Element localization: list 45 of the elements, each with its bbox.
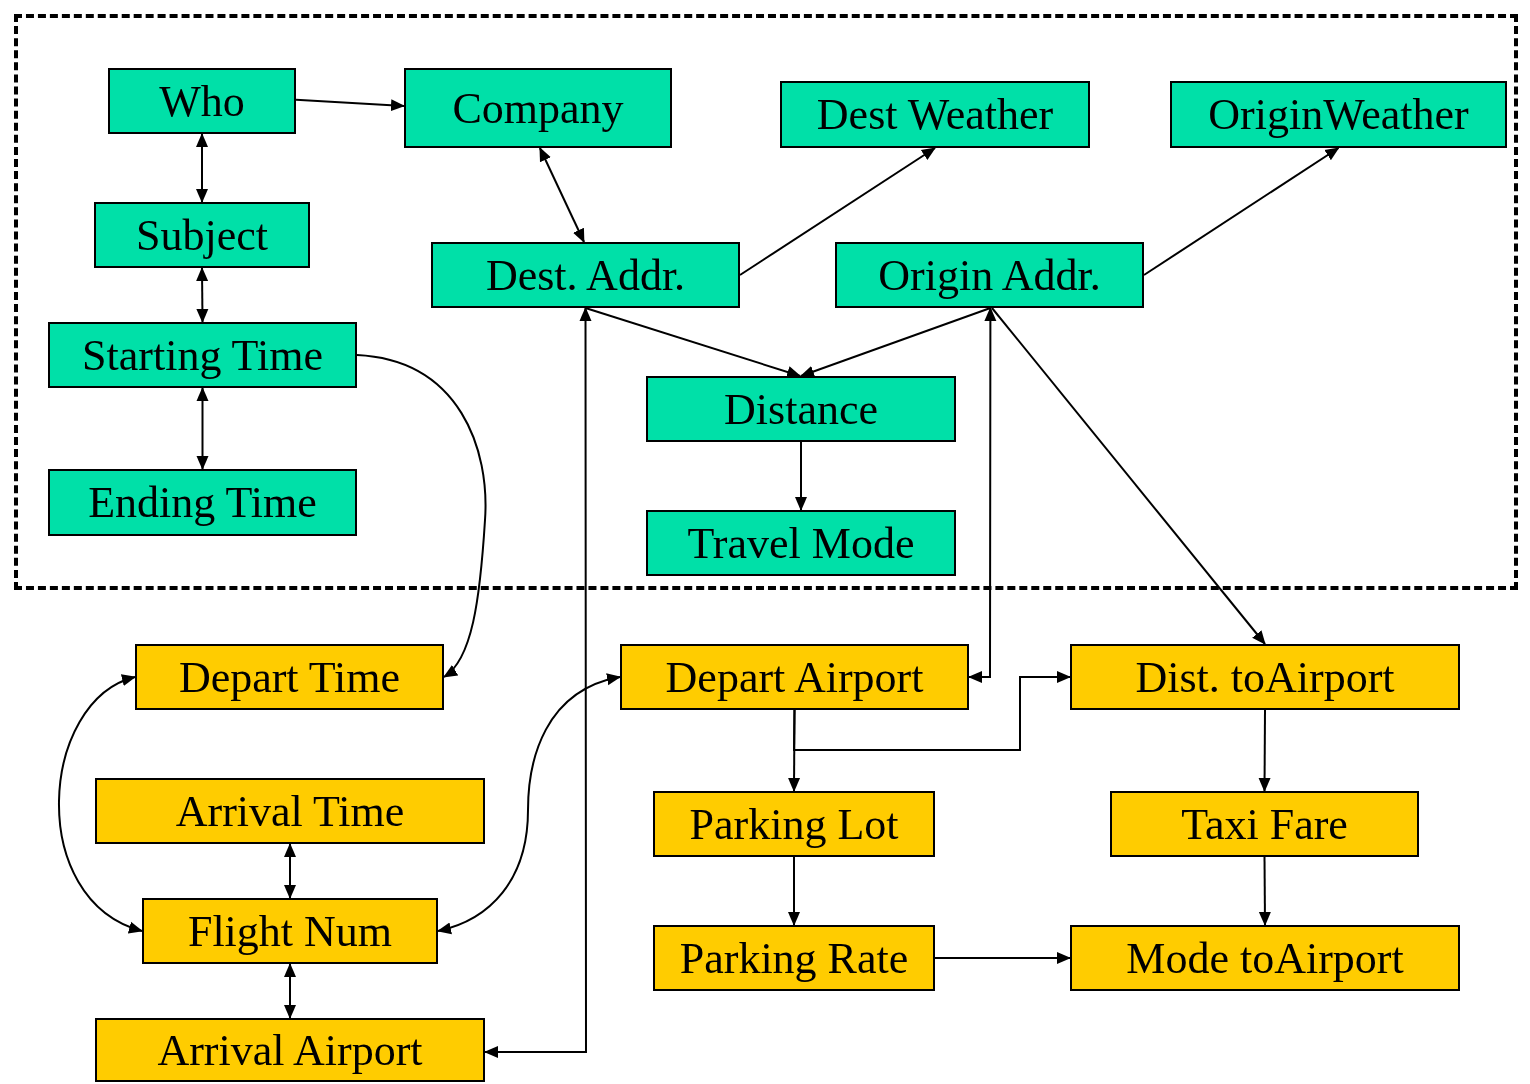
arrow xyxy=(934,952,1071,964)
entity-box: Dest. Addr. xyxy=(431,242,740,308)
arrow xyxy=(795,441,807,511)
entity-box: Who xyxy=(108,68,296,134)
arrow xyxy=(538,147,585,243)
arrow xyxy=(788,856,800,926)
arrow xyxy=(1258,856,1271,926)
arrow xyxy=(196,267,209,323)
entity-box: Travel Mode xyxy=(646,510,956,576)
arrow xyxy=(991,307,1266,645)
entity-box: Subject xyxy=(94,202,310,268)
arrow xyxy=(284,963,296,1019)
arrow xyxy=(484,307,592,1058)
arrow xyxy=(58,676,143,932)
entity-box: OriginWeather xyxy=(1170,81,1507,148)
entity-box: Depart Time xyxy=(135,644,444,710)
entity-box: Ending Time xyxy=(48,469,357,536)
arrow xyxy=(739,147,936,276)
dashed-boundary xyxy=(14,14,1518,590)
entity-box: Origin Addr. xyxy=(835,242,1144,308)
entity-box: Arrival Airport xyxy=(95,1018,485,1082)
entity-box: Dist. toAirport xyxy=(1070,644,1460,710)
entity-box: Dest Weather xyxy=(780,81,1090,148)
entity-box: Company xyxy=(404,68,672,148)
arrow xyxy=(584,307,802,378)
arrow xyxy=(284,843,296,899)
entity-box: Arrival Time xyxy=(95,778,485,844)
arrow xyxy=(356,354,487,678)
arrow xyxy=(793,671,1071,751)
arrow xyxy=(196,387,209,470)
entity-box: Parking Lot xyxy=(653,791,935,857)
arrow xyxy=(196,133,208,203)
entity-box: Depart Airport xyxy=(620,644,969,710)
entity-box: Parking Rate xyxy=(653,925,935,991)
arrow xyxy=(437,674,621,934)
entity-box: Flight Num xyxy=(142,898,438,964)
arrow xyxy=(800,307,992,378)
arrow xyxy=(295,98,405,112)
arrow xyxy=(1143,147,1340,276)
entity-box: Mode toAirport xyxy=(1070,925,1460,991)
entity-box: Taxi Fare xyxy=(1110,791,1419,857)
entity-box: Starting Time xyxy=(48,322,357,388)
arrow xyxy=(968,307,997,683)
entity-box: Distance xyxy=(646,376,956,442)
arrow xyxy=(1258,709,1271,792)
